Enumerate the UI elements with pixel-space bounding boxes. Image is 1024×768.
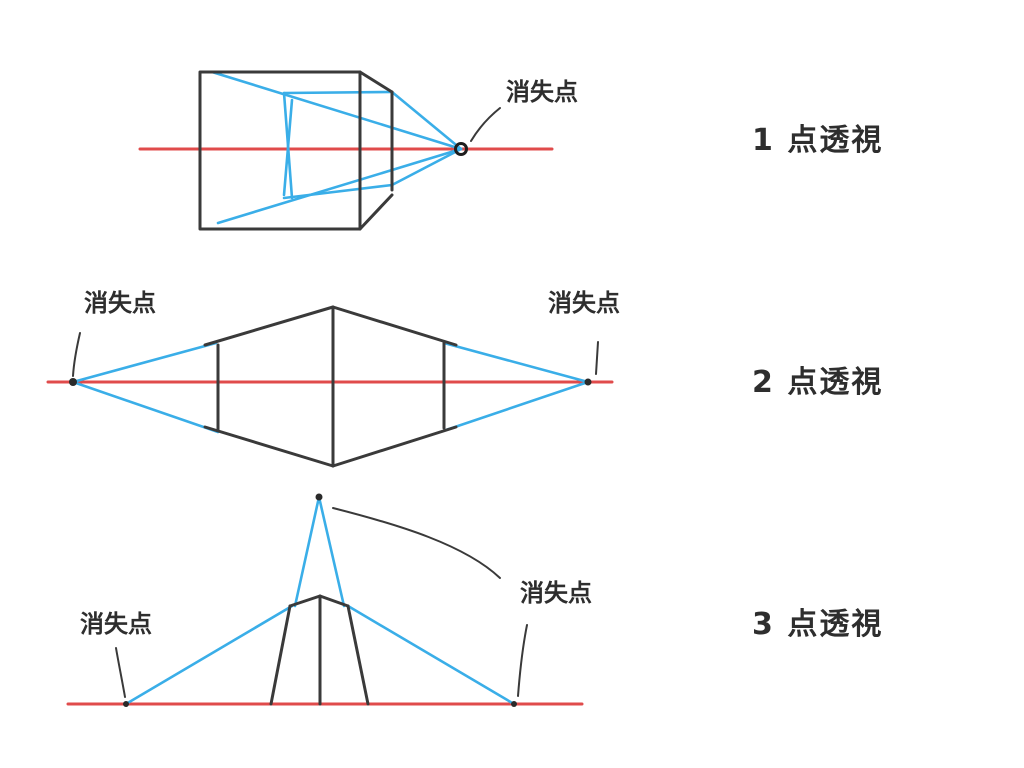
label-leader-line-right [517,624,528,697]
vanishing-point-label: 消失点 [506,78,578,106]
one-point-perspective-title: 1 点透視 [752,123,883,158]
vanishing-point-label-right: 消失点 [520,579,592,607]
three-point-perspective: 消失点 消失点 3 点透視 [66,493,883,707]
vanishing-point-right [584,378,592,386]
label-leader-line-left [115,647,126,698]
box-edges [269,594,370,706]
construction-lines [210,70,463,225]
label-leader-line-right [595,341,599,375]
vanishing-point-right [511,701,517,707]
one-point-perspective: 消失点 1 点透視 [138,70,883,231]
vanishing-point-label-left: 消失点 [84,289,156,317]
box-edges [203,305,458,468]
construction-lines [71,341,590,434]
vanishing-point-label-right: 消失点 [548,289,620,317]
three-point-perspective-title: 3 点透視 [752,607,883,642]
vanishing-point-top [315,493,323,501]
construction-lines [124,495,516,706]
label-leader-line [470,107,501,142]
vanishing-point [454,142,468,156]
label-leader-line-top [332,507,501,579]
two-point-perspective-title: 2 点透視 [752,365,883,400]
box-edges [198,70,394,231]
vanishing-point-left [69,378,77,386]
two-point-perspective: 消失点 消失点 2 点透視 [46,289,883,468]
label-leader-line-left [72,332,81,377]
vanishing-point-label-left: 消失点 [80,610,152,638]
vanishing-point-left [123,701,129,707]
